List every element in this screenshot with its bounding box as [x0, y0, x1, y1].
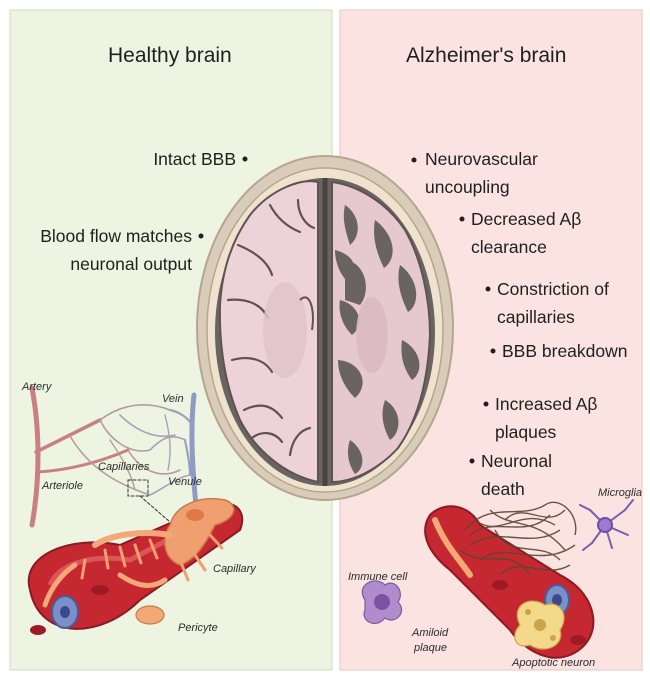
label-capillary: Capillary	[213, 563, 257, 575]
label-vein: Vein	[162, 393, 184, 405]
label-immune-cell: Immune cell	[348, 571, 408, 583]
alz-point-constriction: Constriction of	[497, 275, 609, 304]
alz-point-death: death	[481, 475, 525, 504]
alz-point-clearance: clearance	[471, 233, 547, 262]
label-amiloid: Amiloid	[411, 627, 449, 639]
label-arteriole: Arteriole	[41, 480, 83, 492]
healthy-point-intact-bbb: Intact BBB	[153, 145, 236, 174]
alz-point-increased-ab: Increased Aβ	[495, 390, 598, 419]
label-pericyte: Pericyte	[178, 622, 218, 634]
label-microglia: Microglia	[598, 487, 642, 499]
alzheimers-title: Alzheimer's brain	[406, 44, 566, 68]
immune-cell	[362, 581, 401, 624]
alz-point-neurovascular: Neurovascular	[425, 145, 538, 174]
brain-cross-section	[197, 156, 453, 500]
label-capillaries: Capillaries	[98, 461, 150, 473]
alz-point-uncoupling: uncoupling	[425, 173, 510, 202]
label-apoptotic-neuron: Apoptotic neuron	[511, 657, 595, 669]
label-venule: Venule	[168, 476, 202, 488]
alz-point-decreased-ab: Decreased Aβ	[471, 205, 581, 234]
label-plaque: plaque	[413, 642, 447, 654]
alz-point-neuronal: Neuronal	[481, 447, 552, 476]
alz-point-capillaries: capillaries	[497, 303, 575, 332]
alz-point-bbb-breakdown: BBB breakdown	[502, 337, 628, 366]
healthy-point-neuronal-output: neuronal output	[70, 250, 192, 279]
label-artery: Artery	[21, 381, 53, 393]
healthy-title: Healthy brain	[108, 44, 232, 68]
apoptotic-neuron	[515, 601, 564, 649]
alz-point-plaques: plaques	[495, 418, 556, 447]
healthy-point-blood-flow: Blood flow matches	[40, 222, 192, 251]
